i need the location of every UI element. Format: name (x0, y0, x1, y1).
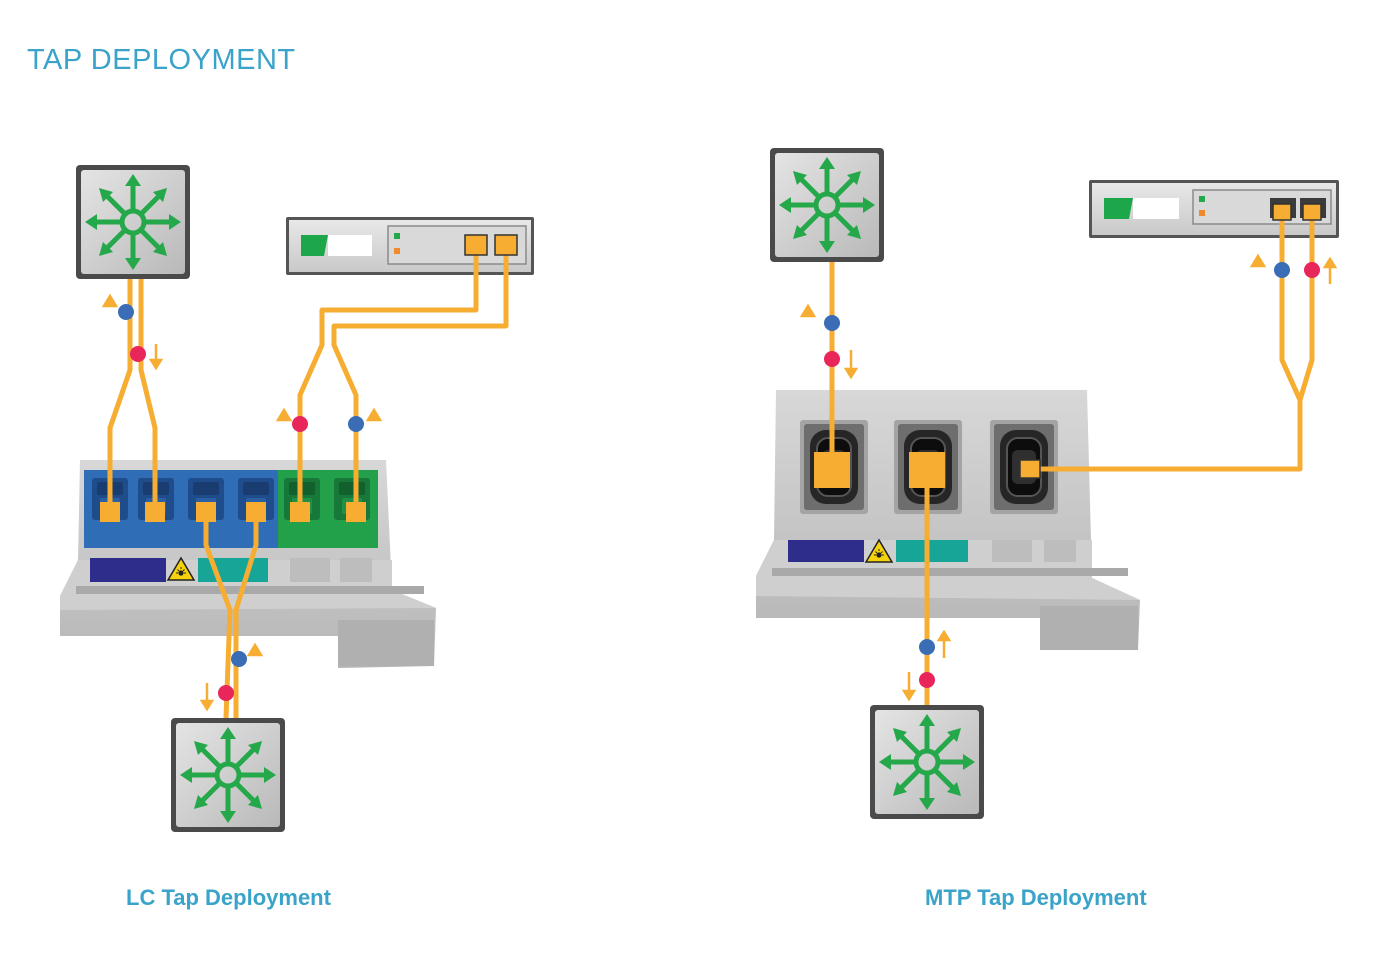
mtp-tap-chassis-icon (756, 390, 1140, 650)
lc-tap-deployment-caption: LC Tap Deployment (126, 885, 331, 910)
lc-signal-markers (101, 293, 383, 712)
page-title: TAP DEPLOYMENT (27, 44, 296, 76)
lc-tap-deployment (60, 165, 534, 832)
lc-fiber-cables (107, 246, 509, 719)
network-switch-icon-top-left (76, 165, 190, 279)
monitoring-tool-icon-right (1089, 180, 1339, 238)
network-switch-icon-bottom-left (171, 718, 285, 832)
network-switch-icon-bottom-right (870, 705, 984, 819)
mtp-tap-deployment (756, 148, 1339, 819)
network-switch-icon-top-right (770, 148, 884, 262)
mtp-tap-deployment-caption: MTP Tap Deployment (925, 885, 1147, 910)
mtp-signal-markers (799, 253, 1338, 702)
